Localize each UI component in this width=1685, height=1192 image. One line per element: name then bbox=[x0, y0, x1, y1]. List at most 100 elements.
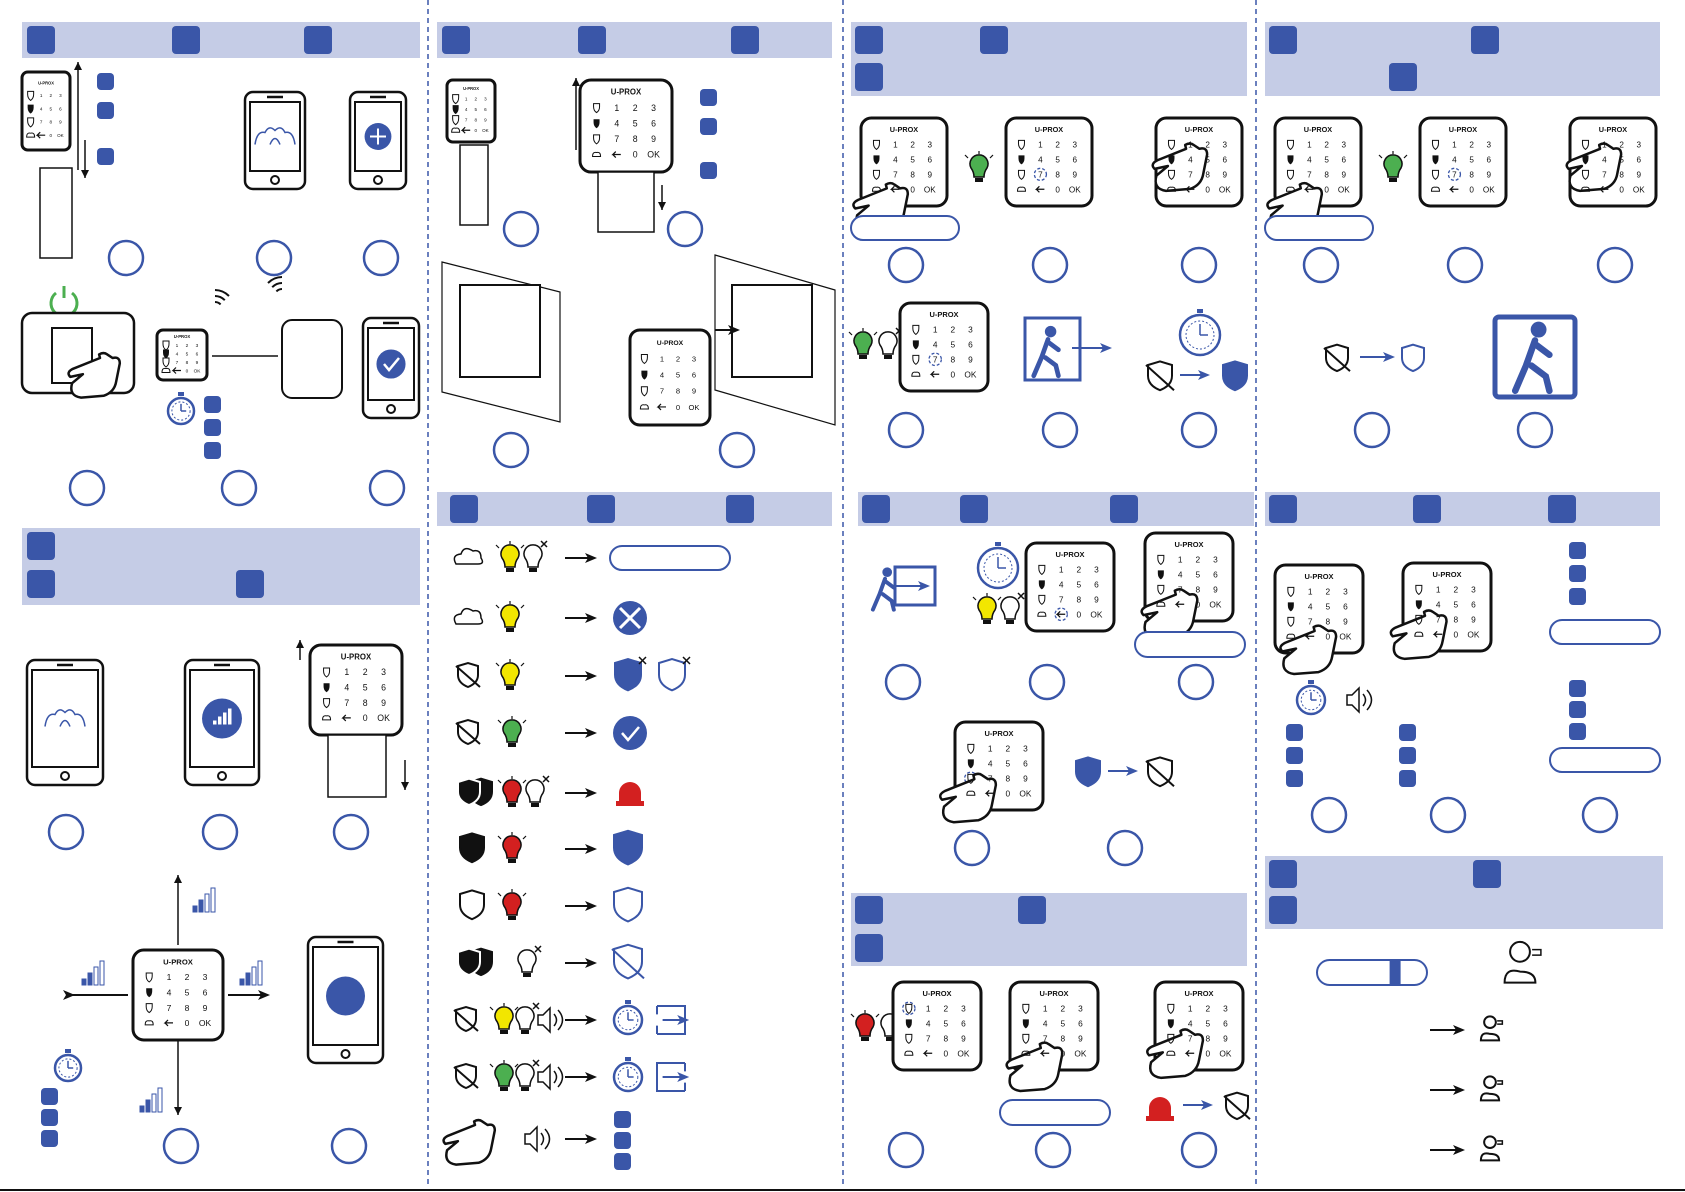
brand-logo: U-PROX bbox=[1432, 570, 1461, 579]
arm-key-icon bbox=[1038, 580, 1045, 590]
keypad-key: 2 bbox=[1060, 1003, 1065, 1013]
keypad-key: 4 bbox=[660, 370, 664, 379]
person-head bbox=[1483, 1075, 1497, 1090]
keypad-key: 2 bbox=[1469, 140, 1474, 149]
disarm-key-icon bbox=[1167, 169, 1175, 180]
step-marker-square bbox=[41, 1109, 58, 1126]
arrow-icon bbox=[565, 613, 597, 623]
shield-shape bbox=[1075, 756, 1101, 788]
step-number-circle bbox=[332, 813, 370, 851]
keypad-key: 0 bbox=[910, 185, 915, 194]
bulb-ray bbox=[489, 1006, 494, 1011]
disarm-key-icon bbox=[912, 354, 920, 365]
keypad-key: 3 bbox=[928, 140, 933, 149]
wireless-signal-icon bbox=[267, 276, 283, 293]
keypad-key: 7 bbox=[465, 117, 468, 122]
signal-bar bbox=[151, 1093, 157, 1113]
bulb-ray bbox=[972, 596, 977, 601]
signal-bar bbox=[93, 966, 99, 986]
timer-crown bbox=[1308, 680, 1314, 684]
arrow-head bbox=[1198, 370, 1210, 380]
highlight-ring bbox=[902, 1001, 916, 1016]
disarm-key-icon bbox=[1287, 586, 1295, 598]
disarm-key-icon bbox=[1287, 616, 1295, 627]
cross-mark bbox=[532, 1002, 540, 1010]
bulb-glass bbox=[515, 1006, 535, 1030]
step-marker-square bbox=[578, 26, 606, 54]
disarm-key-icon bbox=[905, 1033, 913, 1044]
cloud-key-icon bbox=[161, 367, 171, 373]
shield-icon bbox=[453, 1005, 479, 1033]
step-number-circle bbox=[884, 663, 922, 701]
cloud-key-icon bbox=[639, 404, 649, 410]
keypad-key: 9 bbox=[1342, 170, 1347, 179]
brand-logo: U-PROX bbox=[1035, 125, 1064, 134]
brand-logo: U-PROX bbox=[1039, 989, 1068, 998]
bulb-base bbox=[506, 686, 514, 690]
arrow-icon bbox=[174, 875, 182, 945]
step-marker-square bbox=[855, 896, 883, 924]
signal-bar bbox=[251, 966, 257, 986]
keypad-key: 3 bbox=[1637, 140, 1642, 149]
app-logo-icon bbox=[44, 709, 86, 727]
bulb-icon bbox=[495, 601, 525, 632]
keypad-key: 5 bbox=[186, 351, 189, 357]
back-key-icon bbox=[984, 789, 995, 797]
keypad-key: OK bbox=[1338, 185, 1350, 194]
signal-bar bbox=[210, 887, 216, 913]
disarm-key-icon bbox=[1431, 139, 1439, 151]
keypad-key: 3 bbox=[381, 667, 386, 677]
step-number-circle bbox=[162, 1127, 200, 1165]
brand-logo: U-PROX bbox=[38, 80, 54, 85]
keypad-key: 4 bbox=[1178, 569, 1183, 579]
bulb-icon bbox=[1378, 151, 1408, 182]
keypad-key: 9 bbox=[1213, 584, 1218, 594]
person-icon bbox=[1479, 1135, 1504, 1162]
keypad-key: 8 bbox=[186, 360, 189, 366]
keypad-key: 8 bbox=[1055, 170, 1060, 179]
step-number-circle bbox=[492, 431, 530, 469]
cloud-key-icon bbox=[1021, 1050, 1031, 1056]
hand-shape bbox=[938, 772, 998, 824]
phone-home-button bbox=[386, 404, 396, 414]
cloud-key-icon bbox=[1430, 186, 1440, 192]
keypad-key: 8 bbox=[1619, 170, 1624, 179]
keypad-key: 6 bbox=[203, 987, 208, 997]
step-marker-square bbox=[1399, 724, 1416, 741]
keypad-key: 3 bbox=[968, 324, 973, 334]
signal-bar bbox=[204, 893, 210, 913]
step-marker-square bbox=[1018, 896, 1046, 924]
arrow-head bbox=[918, 581, 930, 591]
bulb-base bbox=[521, 1030, 529, 1034]
bulb-glass bbox=[500, 544, 520, 568]
step-marker-square bbox=[1569, 565, 1586, 582]
brand-logo: U-PROX bbox=[890, 125, 919, 134]
step-number-circle bbox=[1446, 246, 1484, 284]
hand-card bbox=[1497, 1080, 1504, 1085]
bulb-ray bbox=[964, 154, 969, 159]
arrow-head bbox=[677, 1072, 690, 1082]
brand-logo: U-PROX bbox=[984, 729, 1013, 738]
step-number-circle bbox=[1353, 411, 1391, 449]
timer-crown bbox=[625, 1000, 631, 1004]
brand-logo: U-PROX bbox=[1304, 572, 1333, 581]
wireless-signal-icon bbox=[214, 289, 230, 306]
keypad-key: 7 bbox=[40, 120, 43, 125]
mounting-bracket bbox=[731, 284, 813, 378]
keypad-key: 6 bbox=[381, 683, 386, 693]
disarm-key-icon bbox=[27, 117, 35, 128]
keypad-key: 7 bbox=[926, 1033, 931, 1043]
hand-shape bbox=[442, 1118, 497, 1166]
step-marker-square bbox=[855, 934, 883, 962]
arrow-head bbox=[585, 844, 597, 854]
bulb-glass bbox=[525, 779, 545, 803]
step-marker-square bbox=[97, 102, 114, 119]
pill-outline bbox=[609, 545, 731, 571]
bulb-ray bbox=[875, 1013, 880, 1018]
